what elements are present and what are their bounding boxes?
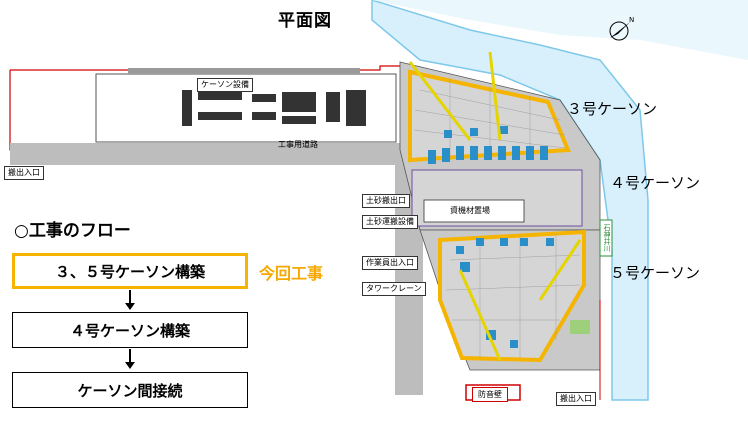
soil-transport-label: 土砂運搬設備: [362, 215, 418, 229]
bottom-boundary: [465, 384, 521, 401]
caisson-grid: [413, 78, 581, 358]
exit-left-label: 搬出入口: [4, 166, 44, 180]
caisson-3-label: ３号ケーソン: [567, 100, 658, 118]
caisson-5-outline: [438, 229, 586, 363]
soil-exit-label: 土砂搬出口: [362, 194, 410, 208]
page-title: 平面図: [278, 11, 332, 31]
svg-text:N: N: [629, 16, 634, 24]
river-name-label: 石神井川: [603, 224, 611, 252]
equipment-blocks: [182, 90, 366, 126]
blue-equipment: [428, 126, 554, 348]
caisson-equipment-label: ケーソン設備: [197, 78, 253, 92]
river-upper: [372, 0, 748, 60]
flow-step-2: ４号ケーソン構築: [12, 312, 248, 348]
tower-crane-label: タワークレーン: [362, 282, 426, 296]
worker-entrance-label: 作業員出入口: [362, 256, 418, 270]
caisson-5-label: ５号ケーソン: [610, 264, 701, 282]
caisson-4-label: ４号ケーソン: [610, 174, 701, 192]
flow-step-2-label: ４号ケーソン構築: [69, 321, 190, 340]
river-sign: [599, 219, 613, 257]
current-work-label: 今回工事: [259, 264, 324, 283]
tower-cranes: [408, 51, 582, 361]
flow-step-3: ケーソン間接続: [12, 372, 248, 408]
flow-step-1: ３、５号ケーソン構築: [12, 253, 248, 289]
material-yard: [423, 199, 525, 223]
soundproof-wall-label: 防音壁: [472, 387, 508, 402]
exit-bottom-label: 搬出入口: [556, 392, 596, 406]
river: [371, 0, 649, 401]
road-strip: [10, 143, 410, 165]
flow-step-3-label: ケーソン間接続: [77, 381, 183, 400]
material-yard-label: 資機材置場: [450, 206, 490, 215]
north-arrow-icon: N: [609, 16, 634, 41]
green-hatch: [570, 320, 590, 334]
flow-step-1-label: ３、５号ケーソン構築: [54, 262, 205, 281]
flow-title: ○工事のフロー: [14, 221, 131, 241]
construction-road-label: 工事用道路: [278, 140, 318, 149]
